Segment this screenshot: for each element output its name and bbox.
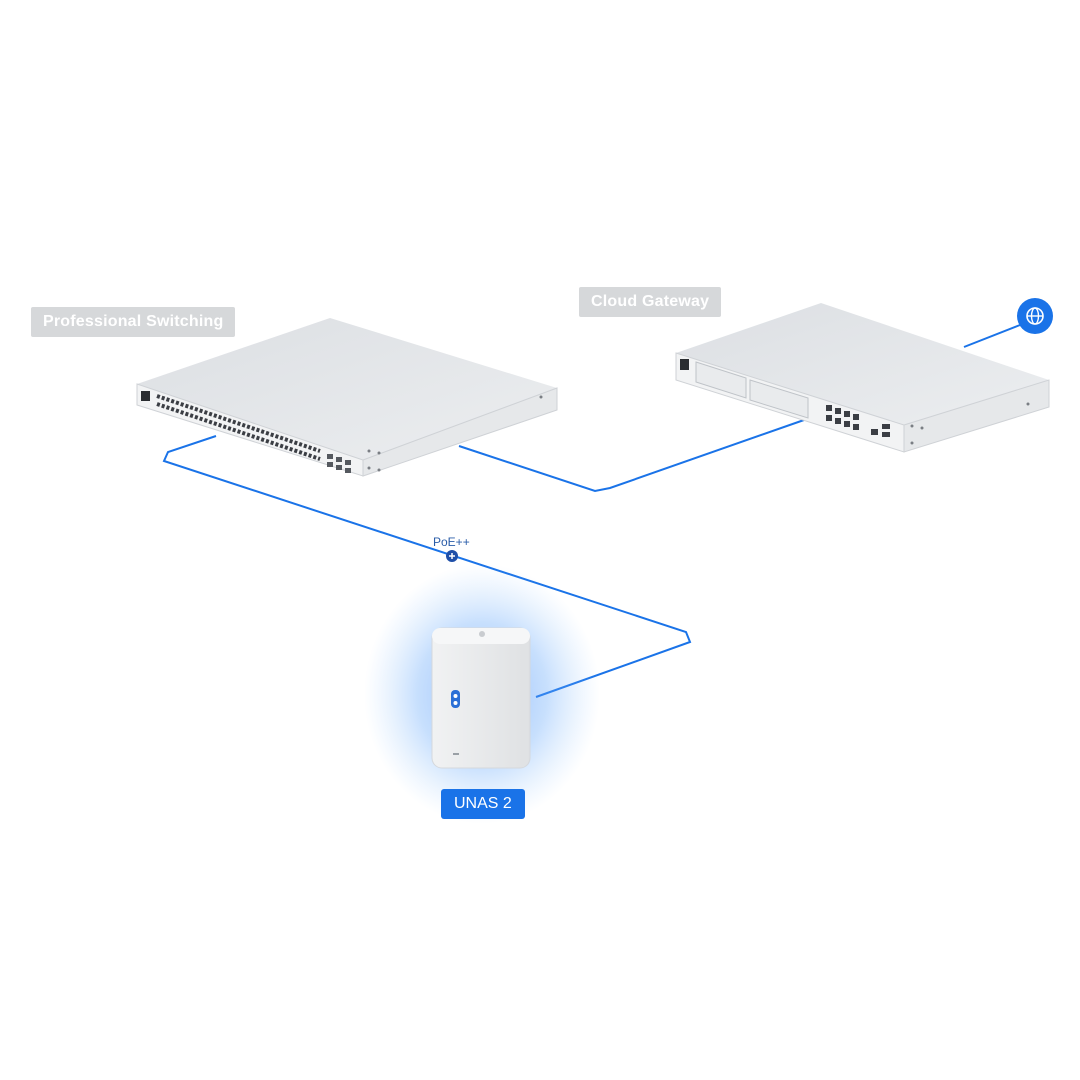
nas-device — [364, 564, 600, 824]
globe-icon — [1017, 298, 1053, 334]
switch-power-icon — [141, 391, 150, 401]
cloud-gateway-label: Cloud Gateway — [579, 287, 722, 317]
nas-body — [431, 627, 531, 769]
poe-label: PoE++ — [433, 535, 470, 549]
connections — [162, 324, 1021, 698]
switch-device — [136, 318, 558, 477]
switch-to-nas-link — [162, 435, 692, 698]
switch-top — [137, 318, 557, 460]
switch-to-gateway-link — [458, 419, 805, 493]
gateway-power-icon — [680, 359, 689, 370]
gateway-drive-bay-2 — [749, 379, 809, 419]
nas-status-light — [451, 690, 460, 708]
gateway-to-internet-link — [963, 324, 1021, 348]
gateway-drive-bay-1 — [695, 361, 747, 399]
gateway-side — [903, 379, 1050, 453]
switch-side — [362, 387, 558, 477]
unas-2-label: UNAS 2 — [441, 789, 525, 819]
switch-sfp-ports — [327, 454, 351, 473]
switch-port-rows — [156, 394, 321, 461]
gateway-device — [675, 303, 1050, 453]
professional-switching-label: Professional Switching — [31, 307, 236, 337]
gateway-lan-ports — [826, 405, 890, 437]
plus-dot-icon — [446, 550, 458, 562]
gateway-top — [676, 303, 1049, 425]
